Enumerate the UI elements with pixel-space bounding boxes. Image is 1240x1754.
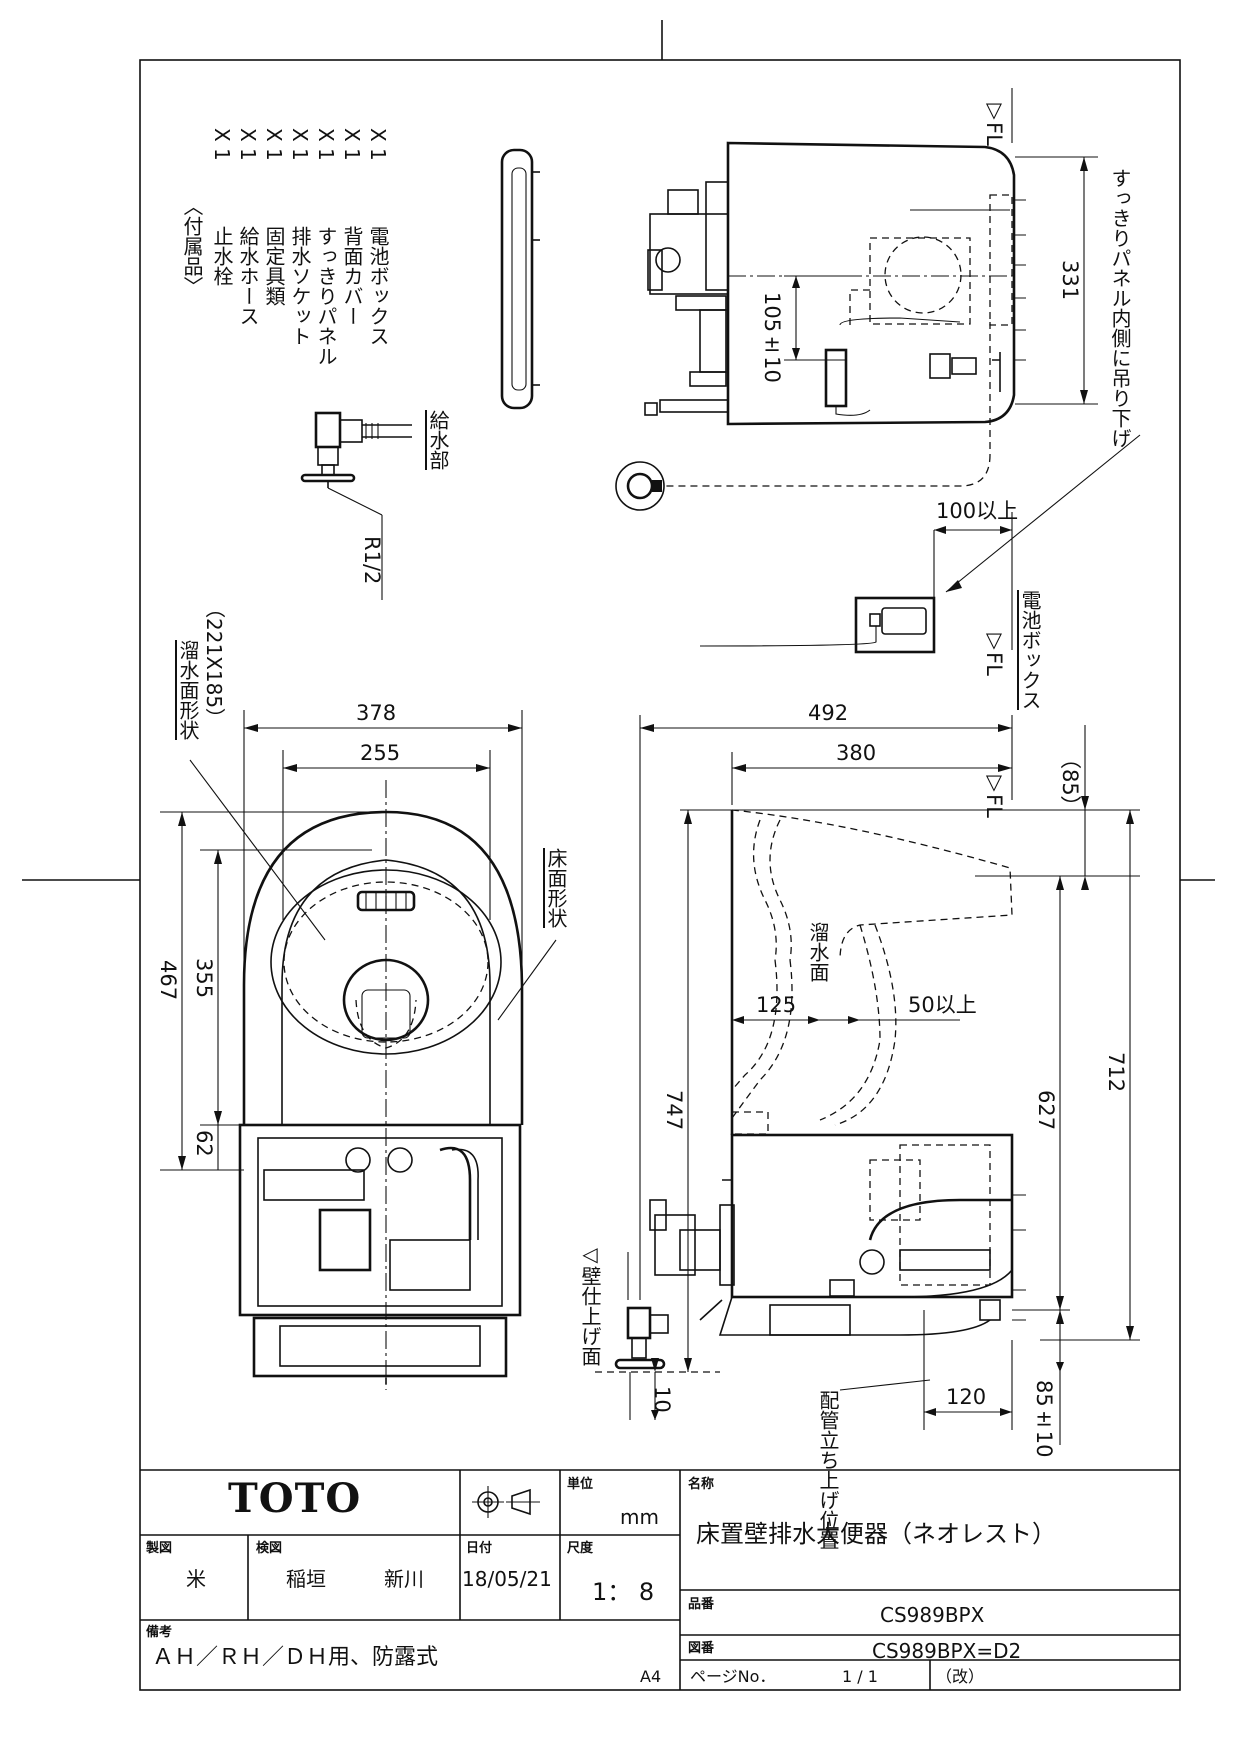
top-view-dimensions: 331 105±10 ▽FL すっきりパネル内側に吊り下げ — [760, 88, 1141, 593]
revision: （改） — [936, 1667, 984, 1686]
accessory-qty: X 1 — [262, 128, 286, 161]
sheet-frame — [22, 20, 1215, 1691]
name-label: 名称 — [688, 1476, 714, 1492]
projection-symbol-icon — [472, 1486, 540, 1518]
accessory-qty: X 1 — [340, 128, 364, 161]
side-view-dimensions: 492 380 （85） ▽FL 712 627 747 125 50以上 溜水… — [629, 701, 1140, 1550]
dim-85p: （85） — [1058, 748, 1082, 817]
drawn-by: 米 — [186, 1567, 206, 1591]
brand-logo: TOTO — [228, 1475, 361, 1522]
date-value: 18/05/21 — [462, 1567, 552, 1591]
water-surface-shape: 溜水面形状 — [176, 640, 200, 740]
accessory-qty: X 1 — [236, 128, 260, 161]
dim-331: 331 — [1058, 260, 1082, 300]
remarks-label: 備考 — [146, 1624, 172, 1640]
drawing-no: CS989BPX=D2 — [872, 1639, 1021, 1663]
dim-50: 50以上 — [908, 993, 977, 1017]
page-label: ページNo． — [690, 1667, 775, 1686]
dim-712: 712 — [1104, 1052, 1128, 1092]
dim-85-tol: 85±10 — [1032, 1380, 1056, 1457]
top-view — [615, 141, 1026, 511]
plan-view — [238, 780, 524, 1390]
accessory-qty: X 1 — [366, 128, 390, 161]
dim-105: 105±10 — [760, 292, 784, 383]
date-label: 日付 — [466, 1540, 492, 1556]
wall-finish-label: ◁壁仕上げ面 — [578, 1242, 602, 1366]
water-surface-label: 溜水面 — [806, 922, 830, 982]
product-name: 床置壁排水大便器（ネオレスト） — [696, 1520, 1056, 1548]
accessory-item: すっきりパネル — [314, 226, 338, 366]
accessory-qty: X 1 — [210, 128, 234, 161]
fl-side: ▽FL — [982, 770, 1006, 818]
product-no: CS989BPX — [880, 1603, 985, 1627]
side-panel-part — [500, 148, 540, 410]
battery-box: 100以上 ▽FL 電池ボックス — [699, 499, 1042, 710]
dim-747: 747 — [662, 1090, 686, 1130]
title-block: TOTO 単位 mm 名称 床置壁排水大便器（ネオレスト） 製図 米 検図 稲垣… — [140, 1469, 1180, 1690]
water-supply-label: 給水部 — [426, 410, 450, 470]
accessories-list: 〈付属品〉 止水栓 給水ホース 固定具類 排水ソケット すっきりパネル 背面カバ… — [180, 128, 390, 366]
accessory-qty: X 1 — [314, 128, 338, 161]
dim-255: 255 — [360, 741, 400, 765]
page-value: 1 / 1 — [842, 1667, 878, 1686]
checker-1: 稲垣 — [286, 1567, 326, 1591]
floor-shape: 床面形状 — [544, 848, 568, 928]
dim-125: 125 — [756, 993, 796, 1017]
unit-value: mm — [620, 1505, 659, 1529]
dim-10: 10 — [650, 1386, 674, 1413]
dim-467: 467 — [156, 960, 180, 1000]
check-label: 検図 — [256, 1540, 282, 1556]
r12-label: R1/2 — [360, 536, 384, 584]
dim-62: 62 — [192, 1130, 216, 1157]
water-surface-size: （221X185） — [202, 598, 226, 728]
accessory-qty: X 1 — [288, 128, 312, 161]
drawn-label: 製図 — [145, 1540, 172, 1556]
accessories-header: 〈付属品〉 — [180, 196, 204, 296]
water-supply-valve: R1/2 給水部 — [300, 410, 450, 600]
dim-120: 120 — [946, 1385, 986, 1409]
paper-size: A4 — [640, 1667, 661, 1686]
dim-100: 100以上 — [936, 499, 1018, 523]
product-no-label: 品番 — [688, 1596, 715, 1612]
accessory-item: 固定具類 — [262, 226, 286, 306]
dim-627: 627 — [1034, 1090, 1058, 1130]
accessory-item: 排水ソケット — [288, 226, 312, 346]
checker-2: 新川 — [384, 1567, 424, 1591]
accessory-item: 電池ボックス — [366, 226, 390, 346]
accessory-item: 止水栓 — [210, 226, 234, 286]
scale-value: 1： 8 — [592, 1578, 654, 1606]
unit-label: 単位 — [567, 1476, 593, 1492]
plan-view-dimensions: 378 255 467 355 62 溜水面形状 （221X185） 床面形状 — [156, 598, 568, 1171]
side-view: ◁壁仕上げ面 — [578, 809, 1026, 1373]
dim-492: 492 — [808, 701, 848, 725]
scale-label: 尺度 — [567, 1540, 594, 1556]
dim-380: 380 — [836, 741, 876, 765]
accessory-item: 給水ホース — [236, 226, 260, 326]
fl-top: ▽FL — [982, 98, 1006, 146]
dim-378: 378 — [356, 701, 396, 725]
remarks-value: ＡＨ／ＲＨ／ＤＨ用、防露式 — [152, 1645, 438, 1670]
drawing-no-label: 図番 — [688, 1640, 715, 1656]
dim-355: 355 — [192, 958, 216, 998]
accessory-item: 背面カバー — [340, 226, 364, 326]
battery-box-label: 電池ボックス — [1018, 590, 1042, 710]
fl-battery: ▽FL — [982, 628, 1006, 676]
hang-note: すっきりパネル内側に吊り下げ — [1108, 168, 1132, 448]
